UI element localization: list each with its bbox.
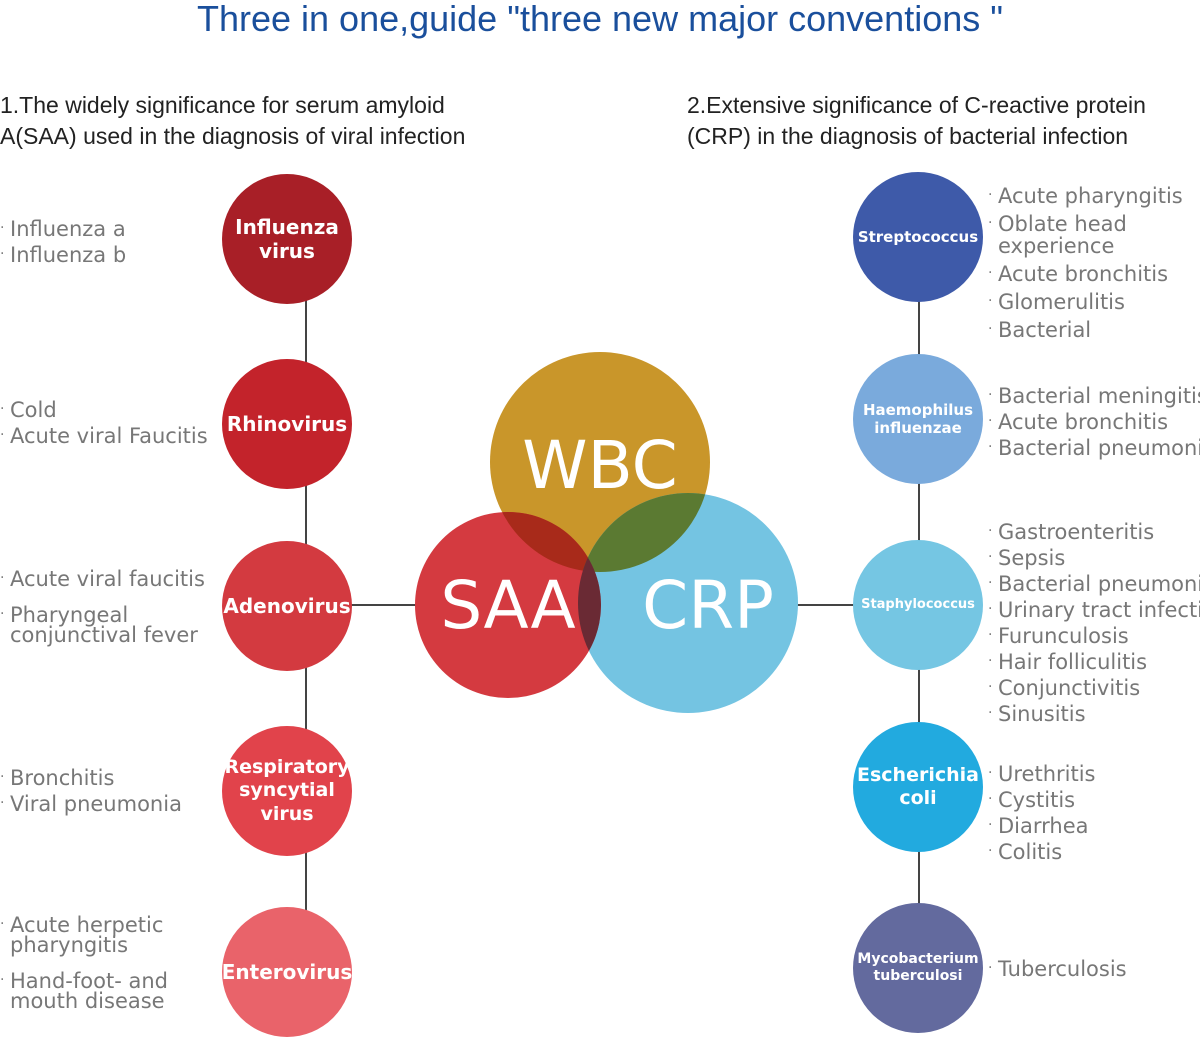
virus-name: Rhinovirus (226, 411, 348, 436)
wbc-crp-overlap (578, 493, 710, 572)
bacteria-name: Escherichia (857, 763, 979, 786)
virus-name: virus (260, 802, 314, 825)
list-item-line: Pharyngeal (10, 603, 129, 627)
list-item-line: Hand-foot- and (10, 969, 168, 993)
list-item: Bacterial pneumonia (988, 570, 1200, 597)
bacteria-list-haemophilus: Bacterial meningitis Acute bronchitis Ba… (988, 382, 1200, 461)
list-item: Hair folliculitis (988, 648, 1200, 675)
list-item: Cystitis (988, 786, 1095, 813)
virus-name: Enterovirus (221, 959, 353, 984)
bacteria-name: tuberculosi (873, 968, 963, 984)
bacteria-list-streptococcus: Acute pharyngitis Oblate head experience… (988, 181, 1183, 344)
bacteria-circle-staphylococcus: Staphylococcus (853, 540, 983, 670)
list-item: Bacterial (988, 315, 1183, 344)
list-item: Sinusitis (988, 700, 1200, 727)
list-item: Hand-foot- and mouth disease (0, 967, 168, 1014)
list-item: Acute viral faucitis (0, 565, 205, 592)
list-item: Urethritis (988, 760, 1095, 787)
section-heading-crp-line1: 2.Extensive significance of C-reactive p… (687, 92, 1146, 118)
list-item: Acute herpetic pharyngitis (0, 911, 168, 958)
virus-name: Adenovirus (223, 593, 351, 618)
list-item: Pharyngeal conjunctival fever (0, 601, 205, 648)
list-item-line: pharyngitis (10, 933, 129, 957)
list-item: Bacterial pneumonia (988, 434, 1200, 461)
list-item: Acute bronchitis (988, 408, 1200, 435)
list-item: Urinary tract infection (988, 596, 1200, 623)
bacteria-circle-streptococcus: Streptococcus (853, 172, 983, 302)
list-item: Tuberculosis (988, 955, 1127, 982)
list-item: Viral pneumonia (0, 790, 182, 817)
list-item-line: experience (998, 234, 1115, 258)
bacteria-name: Staphylococcus (861, 597, 975, 613)
virus-list-rsv: Bronchitis Viral pneumonia (0, 764, 182, 817)
bacteria-list-staphylococcus: Gastroenteritis Sepsis Bacterial pneumon… (988, 518, 1200, 727)
wbc-saa-overlap (490, 512, 601, 572)
list-item: Oblate head experience (988, 209, 1183, 260)
virus-name: syncytial (239, 779, 335, 802)
virus-list-adenovirus: Acute viral faucitis Pharyngeal conjunct… (0, 565, 205, 648)
bacteria-list-escherichia: Urethritis Cystitis Diarrhea Colitis (988, 760, 1095, 865)
virus-name: virus (259, 239, 315, 263)
section-heading-crp: 2.Extensive significance of C-reactive p… (687, 90, 1146, 152)
section-heading-crp-line2: (CRP) in the diagnosis of bacterial infe… (687, 123, 1129, 149)
virus-list-enterovirus: Acute herpetic pharyngitis Hand-foot- an… (0, 911, 168, 1014)
saa-label: SAA (440, 567, 575, 644)
wbc-label: WBC (522, 427, 677, 504)
bacteria-name: Haemophilus (862, 400, 974, 419)
bacteria-name: Mycobacterium (857, 950, 979, 967)
section-heading-saa-line2: A(SAA) used in the diagnosis of viral in… (0, 123, 466, 149)
list-item: Acute bronchitis (988, 259, 1183, 288)
page-title: Three in one,guide "three new major conv… (196, 0, 1004, 39)
list-item: Conjunctivitis (988, 674, 1200, 701)
list-item: Acute viral Faucitis (0, 422, 208, 449)
list-item: Glomerulitis (988, 287, 1183, 316)
list-item-line: mouth disease (10, 989, 165, 1013)
list-item: Influenza a (0, 215, 126, 242)
list-item-line: conjunctival fever (10, 623, 198, 647)
crp-connector-line (790, 604, 860, 606)
list-item: Sepsis (988, 544, 1200, 571)
list-item-line: Acute herpetic (10, 913, 164, 937)
virus-list-influenza: Influenza a Influenza b (0, 215, 126, 268)
list-item: Furunculosis (988, 622, 1200, 649)
bacteria-name: influenzae (874, 419, 962, 437)
list-item: Influenza b (0, 241, 126, 268)
virus-circle-rhinovirus: Rhinovirus (222, 359, 352, 489)
virus-list-rhinovirus: Cold Acute viral Faucitis (0, 396, 208, 449)
bacteria-list-mycobacterium: Tuberculosis (988, 955, 1127, 982)
list-item-line: Oblate head (998, 212, 1127, 236)
list-item: Gastroenteritis (988, 518, 1200, 545)
virus-name: Influenza (235, 214, 339, 239)
list-item: Acute pharyngitis (988, 181, 1183, 210)
bacteria-name: coli (899, 787, 937, 809)
saa-connector-line (350, 604, 440, 606)
crp-label: CRP (642, 567, 774, 644)
virus-circle-enterovirus: Enterovirus (222, 907, 352, 1037)
list-item: Bacterial meningitis (988, 382, 1200, 409)
list-item: Cold (0, 396, 208, 423)
list-item: Diarrhea (988, 812, 1095, 839)
section-heading-saa: 1.The widely significance for serum amyl… (0, 90, 465, 152)
virus-name: Respiratory (224, 756, 350, 779)
list-item: Bronchitis (0, 764, 182, 791)
section-heading-saa-line1: 1.The widely significance for serum amyl… (0, 92, 445, 118)
list-item: Colitis (988, 838, 1095, 865)
bacteria-name: Streptococcus (857, 227, 979, 246)
virus-circle-adenovirus: Adenovirus (222, 541, 352, 671)
